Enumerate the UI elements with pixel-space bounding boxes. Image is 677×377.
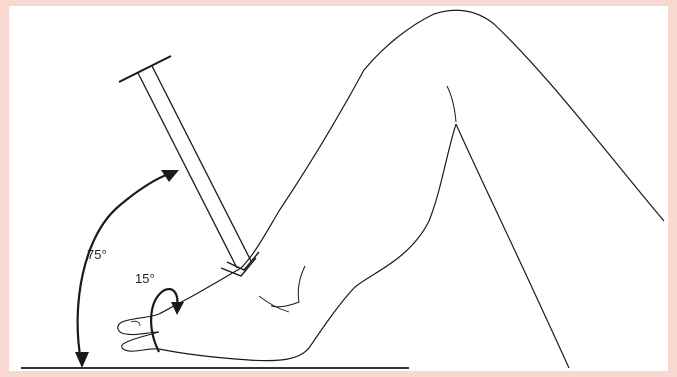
angle-arc-75	[76, 172, 170, 362]
angle-arc-15	[150, 288, 179, 353]
force-bar-arrowhead	[220, 251, 260, 277]
toe-nail-detail	[130, 320, 141, 327]
toes-outline	[121, 331, 160, 352]
angle-label-75: 75°	[87, 247, 107, 262]
calf-outline	[353, 123, 457, 289]
diagram-canvas: 75° 15°	[9, 6, 668, 371]
instep-detail	[258, 295, 290, 313]
force-bar-shaft-right	[151, 65, 252, 262]
shin-front-outline	[240, 69, 365, 269]
angle-arc-15-arrow	[171, 302, 184, 315]
ankle-detail	[270, 265, 306, 308]
leg-illustration	[21, 9, 665, 369]
force-bar-handle	[118, 55, 172, 83]
knee-crease	[446, 85, 457, 123]
force-bar-shaft-left	[137, 72, 238, 269]
thigh-upper-outline	[363, 9, 665, 222]
angle-arc-75-arrow-bottom	[75, 352, 89, 368]
big-toe-outline	[117, 313, 160, 336]
angle-arc-75-arrow-top	[161, 170, 179, 182]
foot-top-outline	[158, 267, 242, 315]
angle-label-15: 15°	[135, 271, 155, 286]
thigh-lower-outline	[455, 123, 570, 369]
heel-outline	[158, 287, 355, 362]
